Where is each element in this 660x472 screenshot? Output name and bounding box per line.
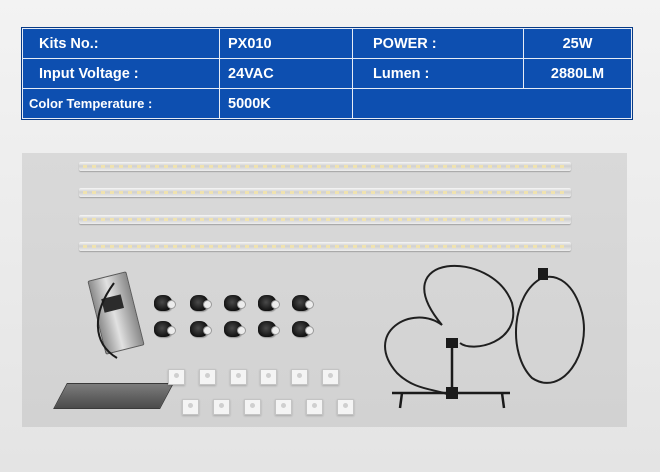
mounting-clip [224, 321, 246, 337]
led-strip-1 [79, 162, 571, 171]
kit-photo [22, 153, 627, 427]
mounting-clip [258, 295, 280, 311]
extension-cable [384, 316, 455, 399]
mounting-clip [292, 295, 314, 311]
end-bracket [244, 399, 261, 415]
mounting-clip [258, 321, 280, 337]
end-bracket [168, 369, 185, 385]
mounting-clip [190, 295, 212, 311]
mounting-clip [190, 321, 212, 337]
spec-empty-cell [352, 88, 632, 119]
mounting-clip [154, 321, 176, 337]
led-strip-2 [79, 188, 571, 197]
cable-illustration [96, 264, 585, 409]
end-bracket [213, 399, 230, 415]
color-temp-label: Color Temperature : [22, 88, 220, 119]
spec-table: Kits No.: PX010 POWER : 25W Input Voltag… [22, 28, 632, 119]
power-value: 25W [523, 28, 632, 59]
extension-cable [423, 264, 515, 348]
cable-connector [446, 338, 458, 348]
end-bracket [322, 369, 339, 385]
led-strip-4 [79, 242, 571, 251]
end-bracket [182, 399, 199, 415]
color-temp-value: 5000K [219, 88, 353, 119]
spec-row-color-temp: Color Temperature : 5000K [22, 88, 632, 119]
voltage-label: Input Voltage : [22, 58, 220, 89]
end-bracket [199, 369, 216, 385]
driver-cable [96, 282, 118, 359]
end-bracket [275, 399, 292, 415]
end-bracket [260, 369, 277, 385]
extension-cable [515, 275, 585, 384]
end-bracket [337, 399, 354, 415]
lumen-label: Lumen : [352, 58, 524, 89]
kits-value: PX010 [219, 28, 353, 59]
spec-row-voltage-lumen: Input Voltage : 24VAC Lumen : 2880LM [22, 58, 632, 89]
spec-row-kits-power: Kits No.: PX010 POWER : 25W [22, 28, 632, 59]
cable-connector [446, 387, 458, 399]
led-strip-3 [79, 215, 571, 224]
mounting-clip [224, 295, 246, 311]
end-bracket [291, 369, 308, 385]
voltage-value: 24VAC [219, 58, 353, 89]
cable-connector [538, 268, 548, 280]
power-label: POWER : [352, 28, 524, 59]
mounting-clip [292, 321, 314, 337]
mounting-clip [154, 295, 176, 311]
end-bracket [230, 369, 247, 385]
lumen-value: 2880LM [523, 58, 632, 89]
kits-label: Kits No.: [22, 28, 220, 59]
end-bracket [306, 399, 323, 415]
